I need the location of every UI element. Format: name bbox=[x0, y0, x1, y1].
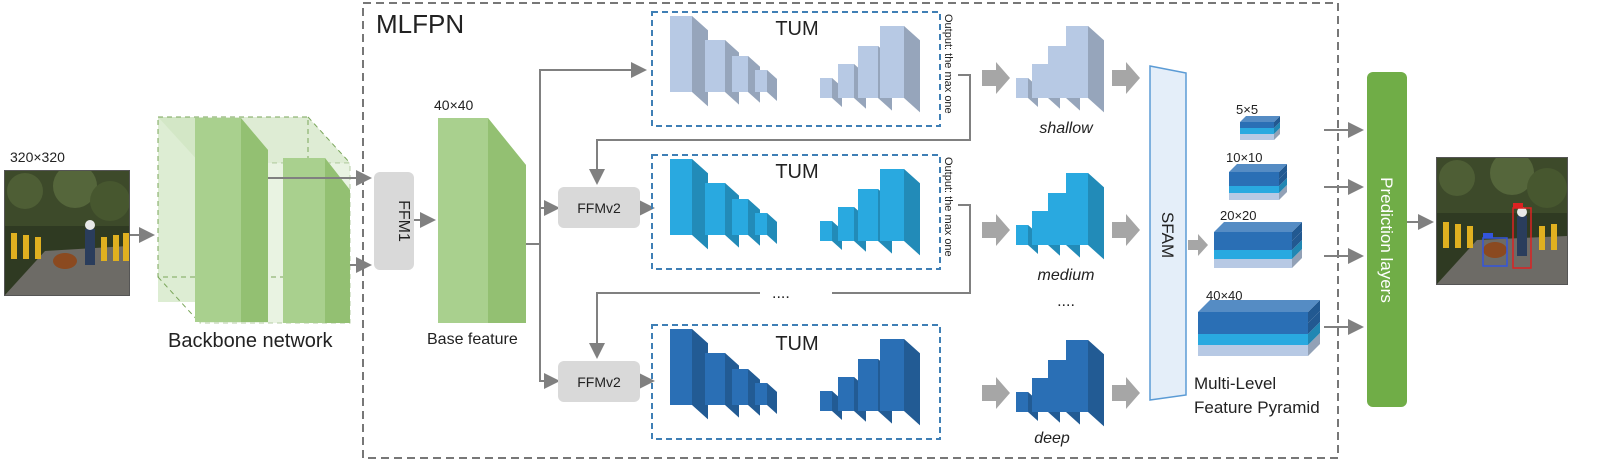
ffm1-box bbox=[374, 172, 414, 270]
ffmv2-box-2 bbox=[558, 361, 640, 402]
output-note-1: Output: the max one bbox=[942, 14, 954, 114]
tum-box-shallow bbox=[651, 11, 941, 127]
backbone-label: Backbone network bbox=[168, 330, 334, 352]
level-block-medium-3 bbox=[1066, 173, 1104, 260]
tum-decoder-shallow-3 bbox=[880, 26, 920, 113]
block-arrows bbox=[982, 62, 1208, 409]
ellipsis-levels: .... bbox=[1057, 293, 1075, 310]
level-name-deep: deep bbox=[1034, 430, 1070, 447]
output-note-2: Output: the max one bbox=[942, 157, 954, 257]
pyramid-size-5: 5×5 bbox=[1236, 102, 1258, 117]
tum-encoder-shallow-3 bbox=[755, 70, 777, 101]
sfam-label: SFAM bbox=[1158, 212, 1177, 258]
tum-decoder-medium-3 bbox=[880, 169, 920, 256]
pyramid-size-10: 10×10 bbox=[1226, 150, 1263, 165]
base-feature-block bbox=[438, 118, 526, 323]
tum-encoder-shallow-0 bbox=[670, 16, 708, 107]
pyramid-level-10x10 bbox=[1229, 164, 1287, 200]
ffmv2-label-1: FFMv2 bbox=[577, 200, 621, 216]
pyramid-label-2: Feature Pyramid bbox=[1194, 398, 1320, 417]
level-block-deep-3 bbox=[1066, 340, 1104, 427]
mlfpn-box bbox=[362, 2, 1339, 459]
tum-encoder-deep-3 bbox=[755, 383, 777, 414]
input-size-label: 320×320 bbox=[10, 149, 65, 165]
tum-encoder-medium-3 bbox=[755, 213, 777, 244]
input-image bbox=[4, 170, 130, 296]
pyramid-arrows bbox=[1324, 122, 1364, 335]
level-block-deep-0 bbox=[1016, 392, 1038, 421]
pyramid-size-20: 20×20 bbox=[1220, 208, 1257, 223]
pyramid-level-40x40 bbox=[1198, 300, 1320, 356]
pyramid-level-20x20 bbox=[1214, 222, 1302, 268]
tum-label-shallow: TUM bbox=[775, 18, 818, 40]
prediction-layers-label: Prediction layers bbox=[1377, 177, 1396, 303]
level-name-medium: medium bbox=[1038, 267, 1095, 284]
tum-decoder-deep-3 bbox=[880, 339, 920, 426]
tum-box-deep bbox=[651, 324, 941, 440]
tum-decoder-deep-0 bbox=[820, 391, 842, 420]
base-feature-size: 40×40 bbox=[434, 97, 474, 113]
ffmv2-label-2: FFMv2 bbox=[577, 374, 621, 390]
tum-label-medium: TUM bbox=[775, 161, 818, 183]
base-feature-label: Base feature bbox=[427, 331, 518, 348]
tum-encoder-medium-0 bbox=[670, 159, 708, 250]
pyramid-label-1: Multi-Level bbox=[1194, 374, 1276, 393]
tum-label-deep: TUM bbox=[775, 333, 818, 355]
ffmv2-box-1 bbox=[558, 187, 640, 228]
tum-encoder-deep-0 bbox=[670, 329, 708, 420]
backbone-network bbox=[157, 116, 351, 324]
pyramid-size-40: 40×40 bbox=[1206, 288, 1243, 303]
sfam-block bbox=[1149, 65, 1187, 401]
ellipsis-middle: .... bbox=[772, 285, 790, 302]
level-block-shallow-3 bbox=[1066, 26, 1104, 113]
prediction-layers-block bbox=[1367, 72, 1407, 407]
tum-encoder-medium-2 bbox=[732, 199, 760, 246]
ffm1-label: FFM1 bbox=[395, 200, 412, 242]
pyramid-level-5x5 bbox=[1240, 116, 1280, 140]
tum-box-medium bbox=[651, 154, 941, 270]
output-image bbox=[1436, 157, 1568, 285]
base-feature-connectors bbox=[526, 62, 971, 389]
mlfpn-title: MLFPN bbox=[376, 9, 464, 39]
level-name-shallow: shallow bbox=[1039, 120, 1094, 137]
